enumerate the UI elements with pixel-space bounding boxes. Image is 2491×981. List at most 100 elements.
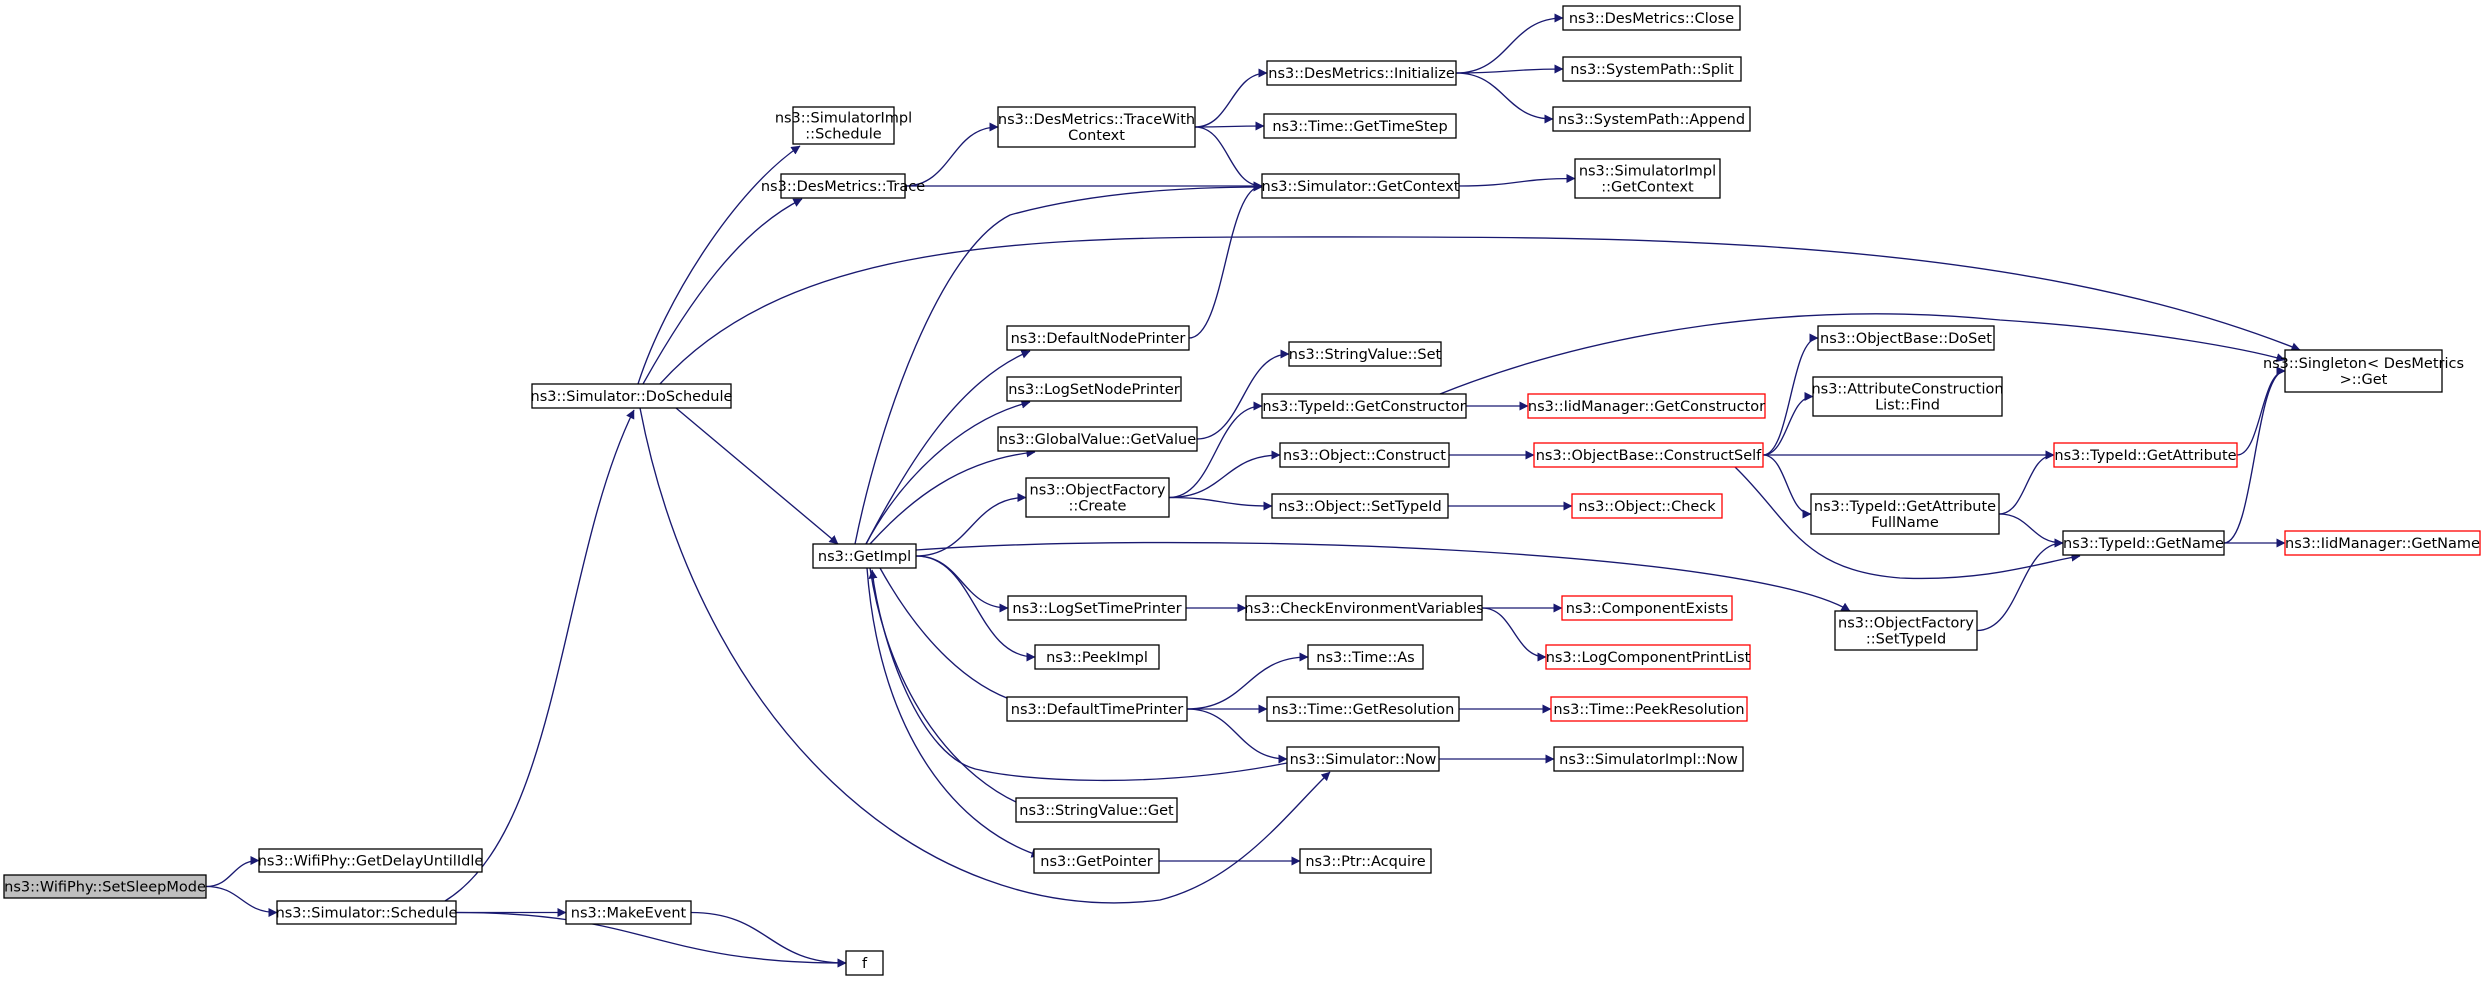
node-log-component-print-list[interactable]: ns3::LogComponentPrintList: [1545, 644, 1751, 670]
edge-objectfactory_create-to-object_construct: [1168, 450, 1281, 499]
node-label: ns3::ComponentExists: [1566, 601, 1729, 617]
node-stringvalue-set[interactable]: ns3::StringValue::Set: [1288, 341, 1442, 367]
node-label: ns3::Singleton< DesMetrics: [2263, 356, 2464, 372]
node-label: ns3::GetPointer: [1040, 854, 1153, 870]
node-label: ns3::SimulatorImpl::Now: [1559, 752, 1738, 768]
edge-objectfactory_settypeid-to-typeid_getname: [1976, 538, 2064, 632]
node-desmetrics-initialize[interactable]: ns3::DesMetrics::Initialize: [1266, 60, 1457, 86]
node-simimpl-schedule[interactable]: ns3::SimulatorImpl::Schedule: [775, 106, 912, 145]
edge-simulator_doschedule-to-singleton_get: [659, 236, 2301, 385]
node-singleton-get[interactable]: ns3::Singleton< DesMetrics >::Get: [2263, 349, 2464, 393]
edge-objectbase_constructself-to-objectbase_doset: [1762, 333, 1819, 456]
node-ptr-acquire[interactable]: ns3::Ptr::Acquire: [1299, 848, 1432, 874]
node-object-check[interactable]: ns3::Object::Check: [1571, 493, 1723, 519]
node-time-as[interactable]: ns3::Time::As: [1307, 644, 1424, 670]
node-label: ns3::WifiPhy::GetDelayUntilIdle: [258, 854, 484, 870]
node-set-sleep-mode[interactable]: ns3::WifiPhy::SetSleepMode: [3, 874, 207, 899]
edge-trace_with_context-to-simulator_getcontext: [1194, 126, 1263, 191]
node-default-time-printer[interactable]: ns3::DefaultTimePrinter: [1006, 696, 1188, 722]
node-typeid-getconstructor[interactable]: ns3::TypeId::GetConstructor: [1261, 393, 1467, 419]
node-objectbase-doset[interactable]: ns3::ObjectBase::DoSet: [1817, 325, 1995, 351]
node-label: ns3::Time::GetResolution: [1272, 702, 1455, 718]
node-time-getresolution[interactable]: ns3::Time::GetResolution: [1266, 696, 1460, 722]
node-objectfactory-settypeid[interactable]: ns3::ObjectFactory::SetTypeId: [1834, 610, 1978, 651]
node-simimpl-getcontext[interactable]: ns3::SimulatorImpl::GetContext: [1574, 158, 1721, 199]
node-simulator-now[interactable]: ns3::Simulator::Now: [1286, 746, 1440, 772]
edge-desmetrics_trace-to-trace_with_context: [904, 122, 999, 187]
node-label: ns3::SimulatorImpl: [1579, 164, 1716, 180]
node-component-exists[interactable]: ns3::ComponentExists: [1561, 595, 1733, 621]
edge-trace_with_context-to-desmetrics_initialize: [1194, 68, 1268, 128]
node-label: ns3::Object::Construct: [1283, 448, 1446, 464]
node-default-node-printer[interactable]: ns3::DefaultNodePrinter: [1006, 325, 1190, 351]
edge-layer: [205, 13, 2301, 968]
node-simulator-getcontext[interactable]: ns3::Simulator::GetContext: [1261, 173, 1460, 199]
edge-get_impl-to-objectfactory_create: [915, 493, 1027, 557]
node-get-pointer[interactable]: ns3::GetPointer: [1033, 848, 1160, 874]
node-log-set-node-printer[interactable]: ns3::LogSetNodePrinter: [1006, 376, 1182, 402]
node-systempath-split[interactable]: ns3::SystemPath::Split: [1562, 56, 1742, 82]
node-iidmanager-getname[interactable]: ns3::IidManager::GetName: [2284, 530, 2481, 556]
node-log-set-time-printer[interactable]: ns3::LogSetTimePrinter: [1007, 595, 1187, 621]
edge-make_event-to-f: [690, 911, 847, 968]
node-systempath-append[interactable]: ns3::SystemPath::Append: [1552, 106, 1751, 132]
edge-globalvalue_getvalue-to-stringvalue_set: [1196, 349, 1290, 440]
node-desmetrics-trace[interactable]: ns3::DesMetrics::Trace: [761, 173, 925, 199]
node-label: ns3::IidManager::GetConstructor: [1528, 399, 1765, 415]
node-label: ns3::LogComponentPrintList: [1546, 650, 1751, 666]
node-time-peekresolution[interactable]: ns3::Time::PeekResolution: [1550, 696, 1748, 722]
edge-get_impl-to-log_set_time_printer: [915, 555, 1009, 613]
node-label: ns3::LogSetTimePrinter: [1012, 601, 1181, 617]
node-simulator-doschedule[interactable]: ns3::Simulator::DoSchedule: [531, 383, 733, 409]
node-label: ns3::AttributeConstruction: [1811, 382, 2003, 398]
node-label: ns3::TypeId::GetConstructor: [1262, 399, 1465, 415]
node-simulator-schedule[interactable]: ns3::Simulator::Schedule: [276, 900, 458, 925]
edge-get_impl-to-default_node_printer: [865, 350, 1031, 545]
node-label: ns3::StringValue::Get: [1019, 803, 1174, 819]
edge-objectbase_constructself-to-attr_construction_find: [1762, 392, 1814, 456]
node-get-delay-until-idle[interactable]: ns3::WifiPhy::GetDelayUntilIdle: [258, 848, 484, 873]
edge-trace_with_context-to-time_gettimestep: [1194, 121, 1265, 131]
node-typeid-getname[interactable]: ns3::TypeId::GetName: [2062, 530, 2225, 556]
node-get-impl[interactable]: ns3::GetImpl: [812, 543, 917, 569]
edge-typeid_getattribute-to-singleton_get: [2236, 366, 2286, 456]
node-label: ns3::PeekImpl: [1046, 650, 1148, 666]
node-label: ns3::ObjectFactory: [1030, 483, 1166, 499]
node-label: ns3::SystemPath::Split: [1570, 62, 1734, 78]
edge-get_impl-to-simulator_getcontext: [854, 182, 1263, 545]
node-label: ::SetTypeId: [1866, 632, 1946, 648]
node-label: ns3::TypeId::GetAttribute: [2054, 448, 2236, 464]
node-label: ns3::Simulator::Now: [1290, 752, 1437, 768]
node-label: ns3::DesMetrics::Close: [1569, 11, 1734, 27]
node-objectfactory-create[interactable]: ns3::ObjectFactory::Create: [1025, 477, 1170, 518]
node-simimpl-now[interactable]: ns3::SimulatorImpl::Now: [1553, 746, 1744, 772]
node-desmetrics-close[interactable]: ns3::DesMetrics::Close: [1562, 5, 1741, 31]
edge-get_impl-to-default_time_printer: [879, 567, 1026, 707]
node-label: ns3::ObjectBase::DoSet: [1820, 331, 1992, 347]
edge-objectbase_constructself-to-typeid_getname: [1734, 466, 2081, 580]
node-object-settypeid[interactable]: ns3::Object::SetTypeId: [1271, 493, 1449, 519]
node-object-construct[interactable]: ns3::Object::Construct: [1279, 442, 1450, 468]
node-label: ns3::DesMetrics::Initialize: [1268, 66, 1455, 82]
edge-objectbase_constructself-to-typeid_getattrfullname: [1762, 454, 1812, 519]
node-iidmanager-getconstructor[interactable]: ns3::IidManager::GetConstructor: [1527, 393, 1766, 419]
node-objectbase-constructself[interactable]: ns3::ObjectBase::ConstructSelf: [1533, 442, 1764, 468]
edge-simulator_doschedule-to-desmetrics_trace: [642, 198, 803, 385]
node-globalvalue-getvalue[interactable]: ns3::GlobalValue::GetValue: [997, 426, 1198, 452]
node-label: ns3::Ptr::Acquire: [1305, 854, 1425, 870]
node-label: ns3::SimulatorImpl: [775, 111, 912, 127]
node-check-env-vars[interactable]: ns3::CheckEnvironmentVariables: [1244, 595, 1484, 621]
edge-objectfactory_create-to-object_settypeid: [1168, 496, 1273, 511]
edge-typeid_getname-to-singleton_get: [2223, 366, 2286, 544]
node-stringvalue-get[interactable]: ns3::StringValue::Get: [1015, 797, 1178, 823]
node-f[interactable]: f: [845, 950, 884, 976]
node-label: f: [862, 956, 868, 972]
edge-set_sleep_mode-to-get_delay_until_idle: [205, 856, 260, 888]
node-peek-impl[interactable]: ns3::PeekImpl: [1034, 644, 1160, 670]
node-make-event[interactable]: ns3::MakeEvent: [565, 900, 692, 925]
node-typeid-getattribute[interactable]: ns3::TypeId::GetAttribute: [2053, 442, 2238, 468]
node-time-gettimestep[interactable]: ns3::Time::GetTimeStep: [1263, 113, 1457, 139]
